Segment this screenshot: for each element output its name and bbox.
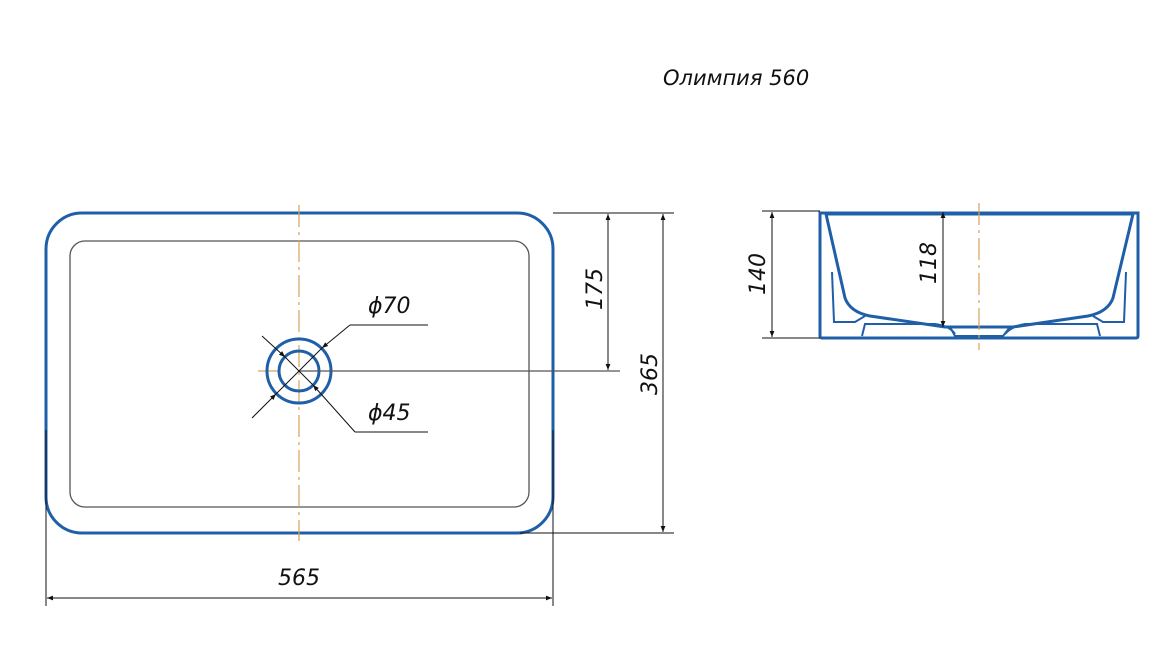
dimension-140-label: 140 xyxy=(746,253,771,295)
drawing-title: Олимпия 560 xyxy=(663,66,809,90)
phi70-arrow-lower xyxy=(251,393,277,419)
dimension-175-label: 175 xyxy=(583,268,608,310)
left-inner-rib xyxy=(831,271,866,323)
dimension-118-label: 118 xyxy=(917,242,942,284)
phi70-label: ϕ70 xyxy=(368,294,411,319)
left-bottom-cavity xyxy=(861,323,956,337)
phi45-label: ϕ45 xyxy=(368,401,411,426)
phi45-dimension-line xyxy=(284,356,314,386)
right-inner-rib xyxy=(1092,271,1127,323)
dimension-365-label: 365 xyxy=(638,353,663,395)
section-view: 140 118 xyxy=(746,203,1140,350)
phi70-leader-arrow xyxy=(321,324,351,349)
phi45-leader-arrow xyxy=(312,384,356,433)
dimension-565-label: 565 xyxy=(278,566,320,591)
phi45-arrow-upper xyxy=(261,335,286,358)
right-bottom-cavity xyxy=(1004,323,1101,337)
top-view: ϕ70 ϕ45 175 365 565 xyxy=(44,205,674,606)
